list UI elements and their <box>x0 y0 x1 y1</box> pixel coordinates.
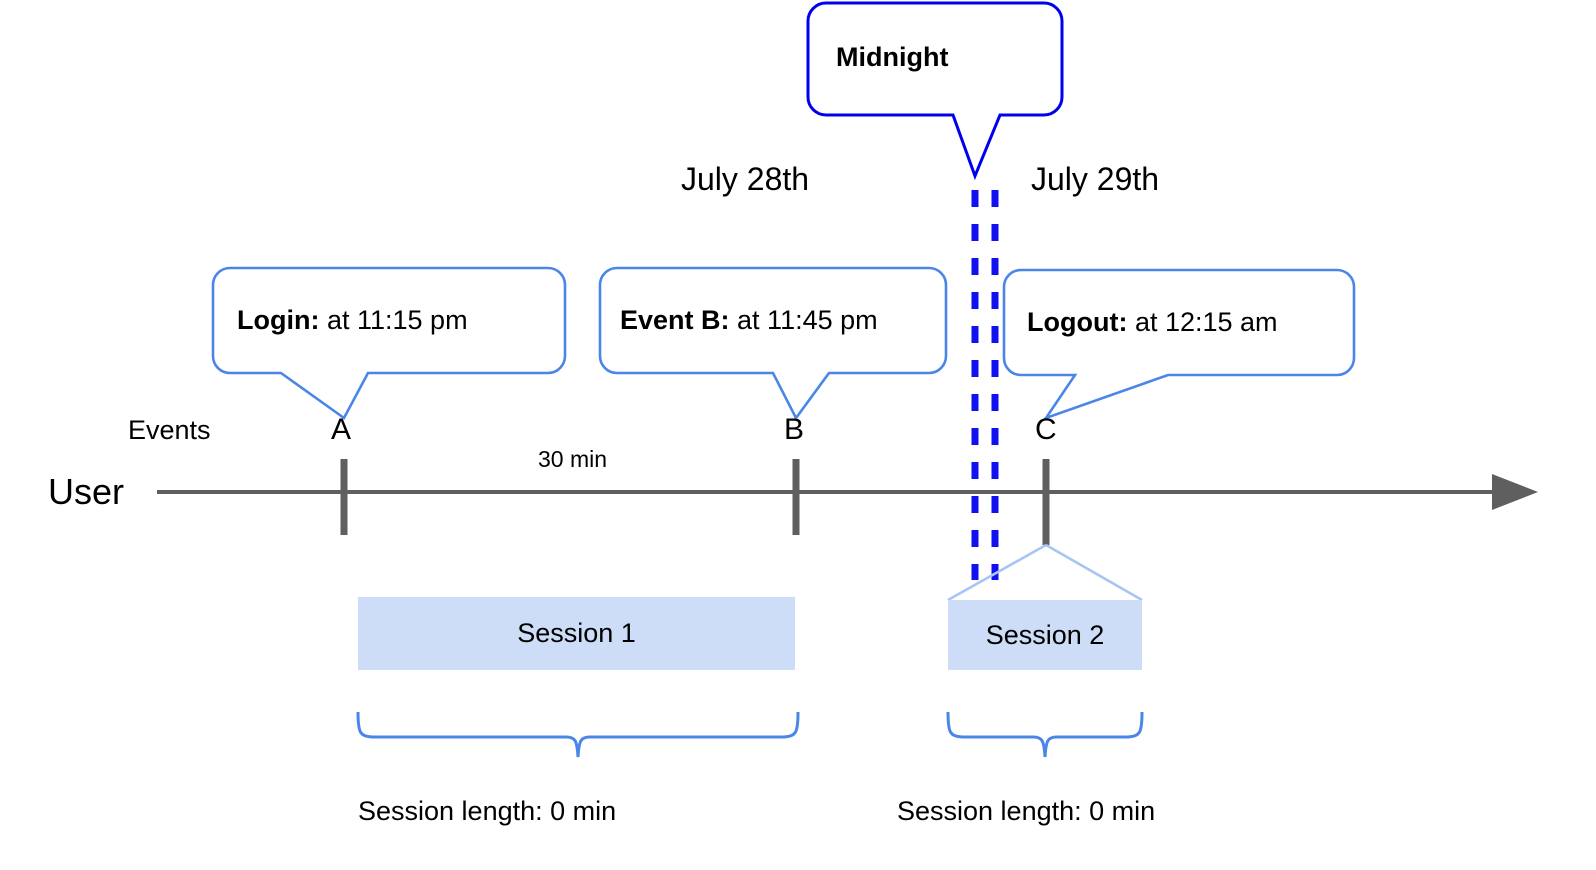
date-label-july-28: July 28th <box>681 161 810 197</box>
duration-label-30min: 30 min <box>538 446 608 472</box>
marker-label-c: C <box>1035 413 1057 446</box>
session-1-bar: Session 1 <box>358 597 795 670</box>
session-2-connectors <box>947 543 1143 602</box>
login-callout-value: at 11:15 pm <box>319 305 468 335</box>
date-label-july-29: July 29th <box>1031 161 1160 197</box>
marker-label-a: A <box>331 413 352 446</box>
event-b-callout-label: Event B: <box>620 305 730 335</box>
midnight-callout-label: Midnight <box>836 42 949 72</box>
event-markers <box>340 459 1050 545</box>
logout-callout-value: at 12:15 am <box>1127 307 1278 337</box>
login-callout-shape <box>211 266 567 420</box>
midnight-divider <box>971 190 999 580</box>
event-b-callout-shape <box>598 266 948 421</box>
logout-callout-label: Logout: <box>1027 307 1128 337</box>
user-timeline-axis <box>157 474 1538 510</box>
session-1-brace <box>356 711 800 758</box>
session-2-connector-left <box>947 543 1047 602</box>
event-b-callout-text: Event B: at 11:45 pm <box>620 307 878 334</box>
logout-callout-shape <box>1002 268 1356 421</box>
login-callout-text: Login: at 11:15 pm <box>237 307 468 334</box>
login-callout-label: Login: <box>237 305 320 335</box>
event-b-callout-value: at 11:45 pm <box>729 305 878 335</box>
axis-arrowhead <box>1492 474 1538 510</box>
session-1-length-label: Session length: 0 min <box>358 796 617 826</box>
events-row-label: Events <box>128 415 211 445</box>
session-2-brace <box>946 711 1144 758</box>
session-2-connector-right <box>1045 543 1143 602</box>
logout-callout-text: Logout: at 12:15 am <box>1027 309 1278 336</box>
session-2-length-label: Session length: 0 min <box>897 796 1156 826</box>
session-2-bar: Session 2 <box>948 600 1142 670</box>
marker-label-b: B <box>784 413 805 446</box>
session-1-label: Session 1 <box>517 618 636 648</box>
session-2-label: Session 2 <box>985 619 1105 650</box>
midnight-callout-shape <box>806 1 1064 181</box>
user-row-label: User <box>48 471 125 512</box>
